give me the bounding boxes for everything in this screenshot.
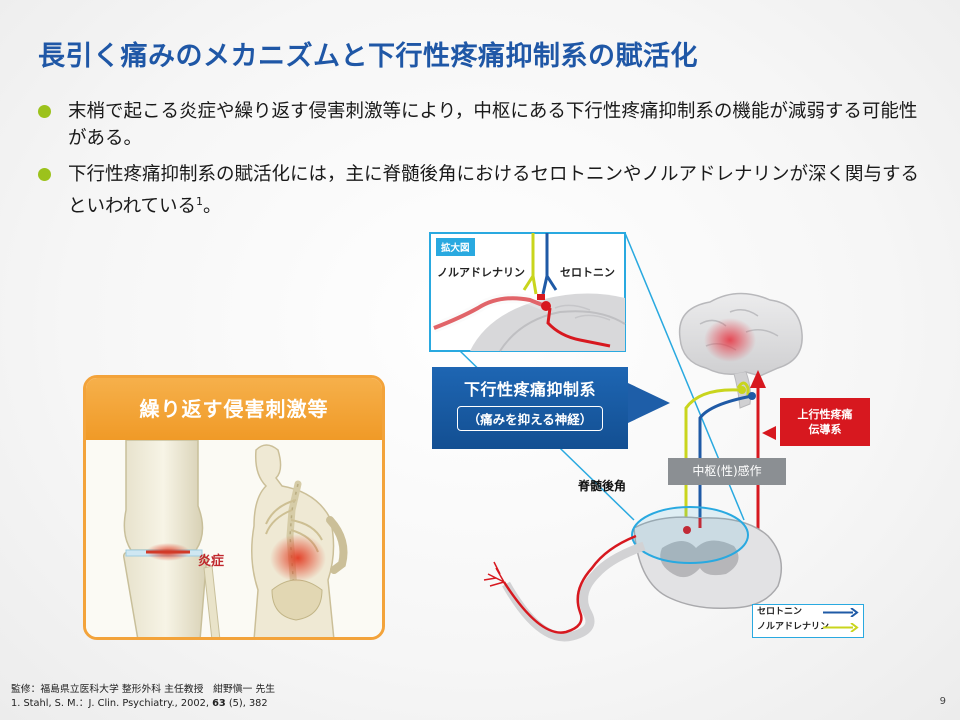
back-illustration <box>251 444 348 637</box>
bullet-item: 末梢で起こる炎症や繰り返す侵害刺激等により，中枢にある下行性疼痛抑制系の機能が減… <box>38 98 928 152</box>
central-sensitization-label: 中枢(性)感作 <box>668 458 786 485</box>
bullet-list: 末梢で起こる炎症や繰り返す侵害刺激等により，中枢にある下行性疼痛抑制系の機能が減… <box>38 98 928 229</box>
stimuli-panel-heading: 繰り返す侵害刺激等 <box>86 378 382 440</box>
pain-pathway-diagram <box>429 232 803 642</box>
serotonin-pathway <box>698 394 753 518</box>
descending-inhibition-subtitle: （痛みを抑える神経） <box>456 406 604 431</box>
descending-inhibition-box: 下行性疼痛抑制系 （痛みを抑える神経） <box>432 367 628 449</box>
descending-inhibition-title: 下行性疼痛抑制系 <box>463 380 596 399</box>
stimuli-panel: 繰り返す侵害刺激等 <box>83 375 385 640</box>
knee-and-back-illustration <box>86 440 382 637</box>
page-number: 9 <box>939 696 946 707</box>
zoomed-dorsal-horn <box>432 233 626 352</box>
inflammation-label: 炎症 <box>198 554 225 569</box>
peripheral-nerve <box>502 534 637 634</box>
zoom-tag: 拡大図 <box>436 238 475 256</box>
noradrenaline-pathway <box>684 388 741 518</box>
bullet-text: 下行性疼痛抑制系の賦活化には，主に脊髄後角におけるセロトニンやノルアドレナリンが… <box>68 164 920 218</box>
knee-illustration <box>123 440 221 637</box>
legend-item-noradrenaline: ノルアドレナリン <box>753 620 863 635</box>
ascending-pain-line: 伝導系 <box>808 423 842 436</box>
ascending-pain-line: 上行性疼痛 <box>797 408 853 421</box>
serotonin-label: セロトニン <box>560 266 615 279</box>
ascending-pain-label: 上行性疼痛 伝導系 <box>780 398 870 446</box>
bullet-dot-icon <box>38 168 51 181</box>
reference: 1. Stahl, S. M.：J. Clin. Psychiatry., 20… <box>11 698 268 709</box>
legend: セロトニン ノルアドレナリン <box>752 604 864 638</box>
bullet-dot-icon <box>38 105 51 118</box>
dorsal-horn-label: 脊髄後角 <box>578 479 627 493</box>
footer: 監修：福島県立医科大学 整形外科 主任教授 紺野愼一 先生 1. Stahl, … <box>11 683 275 711</box>
reference-mark: 1 <box>196 195 204 208</box>
noradrenaline-line-icon <box>823 623 859 632</box>
legend-item-serotonin: セロトニン <box>753 605 863 620</box>
page-title: 長引く痛みのメカニズムと下行性疼痛抑制系の賦活化 <box>38 41 698 72</box>
dorsal-horn-highlight <box>631 506 749 564</box>
bullet-item: 下行性疼痛抑制系の賦活化には，主に脊髄後角におけるセロトニンやノルアドレナリンが… <box>38 161 928 220</box>
bullet-text-end: 。 <box>203 196 222 218</box>
bullet-text: 末梢で起こる炎症や繰り返す侵害刺激等により，中枢にある下行性疼痛抑制系の機能が減… <box>68 101 918 149</box>
serotonin-line-icon <box>823 608 859 617</box>
brain-illustration <box>678 292 803 409</box>
supervisor-credit: 監修：福島県立医科大学 整形外科 主任教授 紺野愼一 先生 <box>11 684 276 695</box>
noradrenaline-label: ノルアドレナリン <box>437 266 525 279</box>
